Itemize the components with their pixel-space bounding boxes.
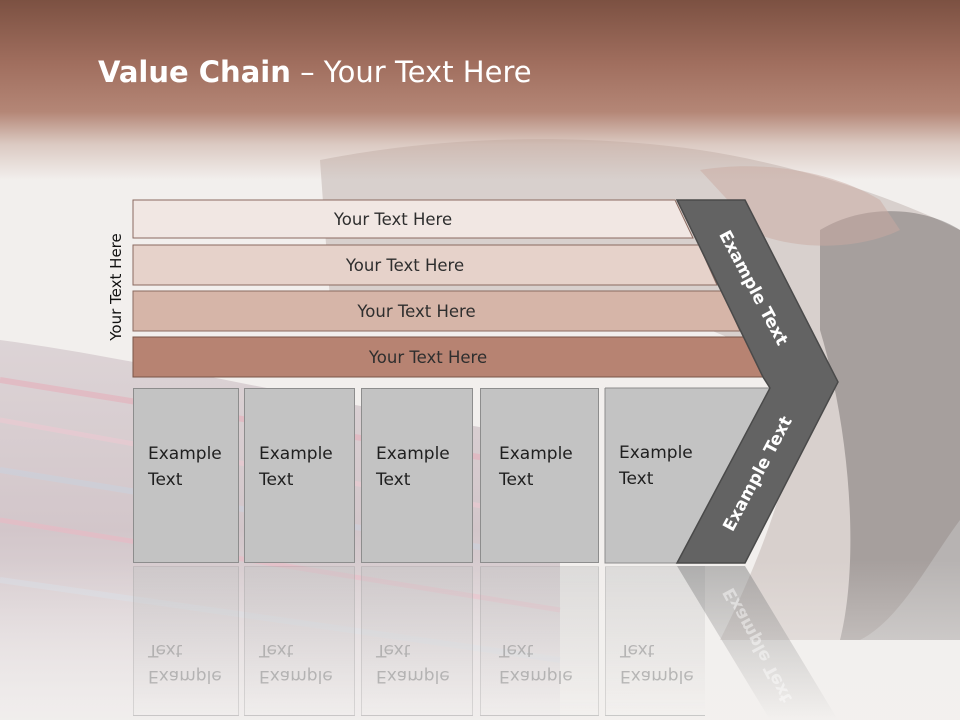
chevron-reflection [677,566,838,720]
box-line-1: Example [259,444,333,464]
box-line-1: Example [376,444,450,464]
box-line-1: Example [148,444,222,464]
title-bold: Value Chain [98,55,291,89]
box-line-1: Example [499,444,573,464]
box-line-2: Text [259,470,294,490]
slide-title: Value Chain – Your Text Here [98,55,532,89]
title-band [0,0,960,180]
box-line-2: Text [499,470,534,490]
title-rest: – Your Text Here [290,55,532,89]
chevron-shape [675,199,839,564]
box-line-2: Text [376,470,411,490]
box-line-2: Text [148,470,183,490]
box-line-1: Example [619,443,693,463]
box-line-2: Text [619,469,654,489]
